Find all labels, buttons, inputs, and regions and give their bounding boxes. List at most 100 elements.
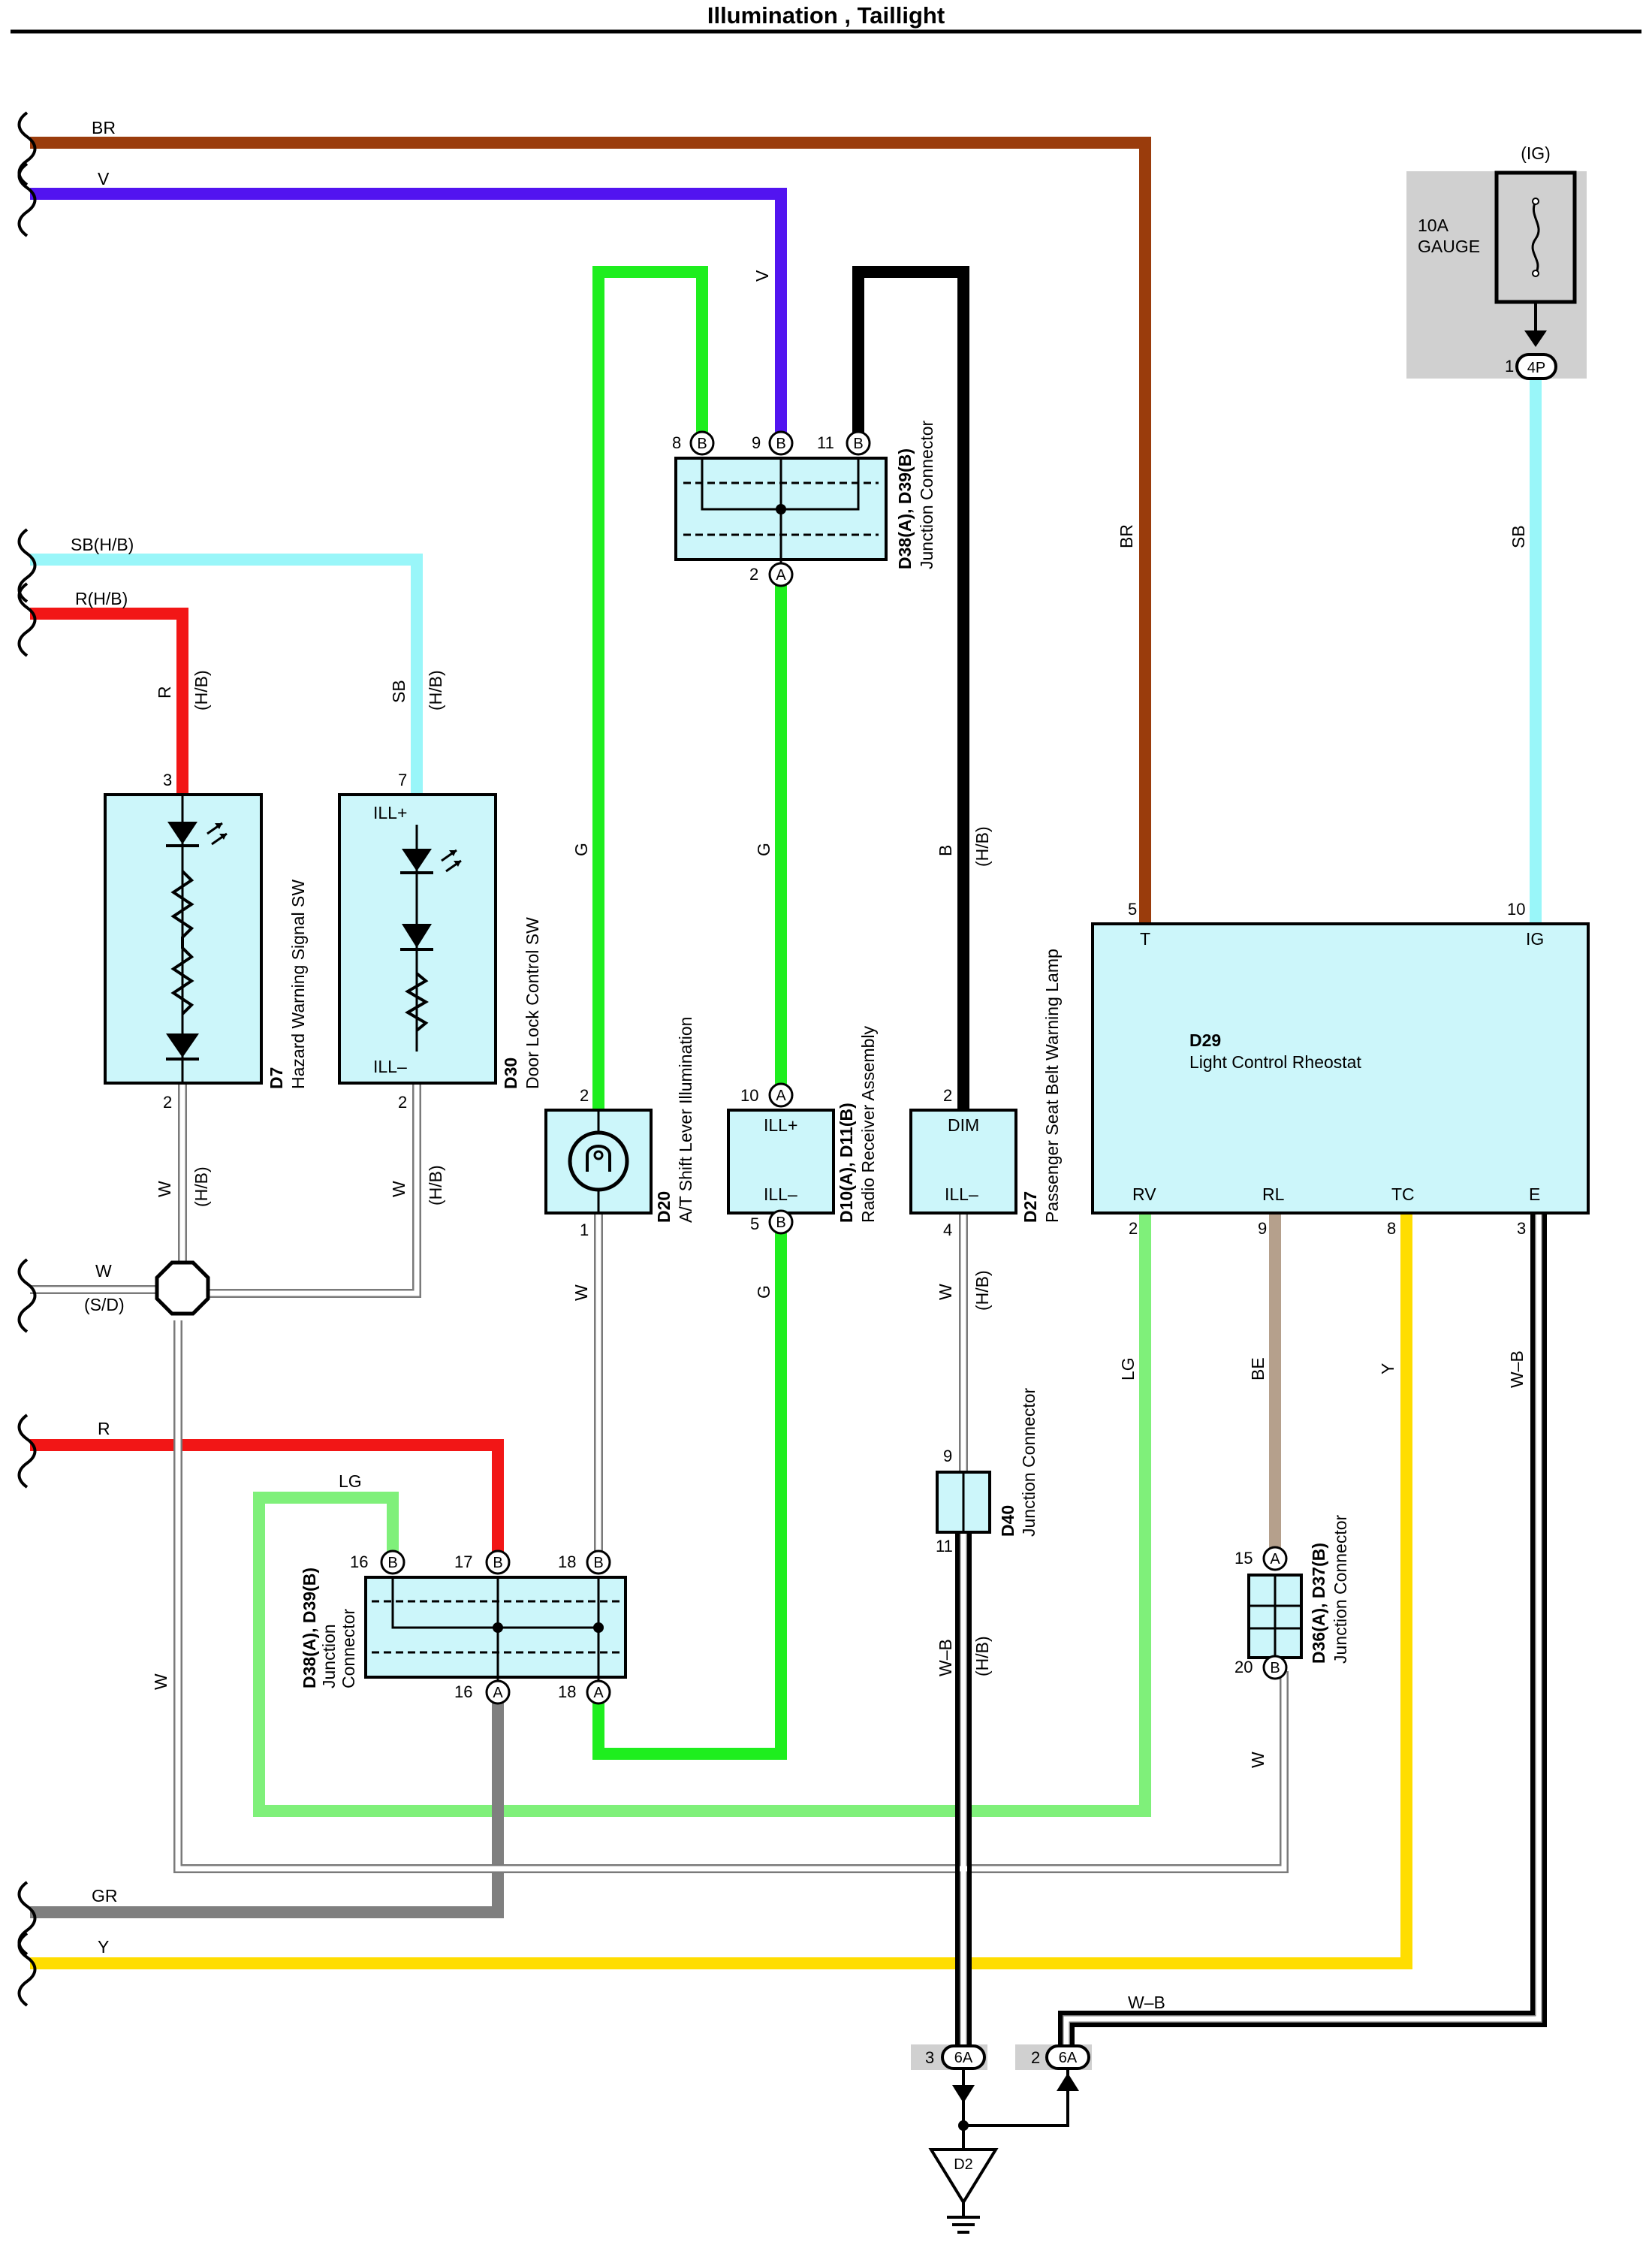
svg-text:5: 5 xyxy=(750,1215,759,1233)
svg-text:6A: 6A xyxy=(954,2050,973,2066)
svg-text:9: 9 xyxy=(752,433,761,452)
svg-text:9: 9 xyxy=(1258,1219,1267,1238)
svg-text:10: 10 xyxy=(1507,900,1525,919)
svg-text:RL: RL xyxy=(1262,1184,1285,1204)
ground-triangle-icon xyxy=(928,2148,999,2205)
svg-text:BE: BE xyxy=(1248,1357,1268,1380)
svg-text:D38(A), D39(B): D38(A), D39(B) xyxy=(300,1568,319,1688)
svg-text:W: W xyxy=(95,1261,112,1281)
svg-text:Hazard Warning Signal SW: Hazard Warning Signal SW xyxy=(288,880,308,1089)
junction-connector-top: B B B A 8 9 11 2 D38(A), D39(B) Junction… xyxy=(672,420,936,587)
svg-text:Passenger Seat Belt Warning La: Passenger Seat Belt Warning Lamp xyxy=(1042,949,1062,1223)
svg-text:Junction: Junction xyxy=(319,1624,339,1688)
svg-text:A/T Shift Lever Illumination: A/T Shift Lever Illumination xyxy=(676,1017,695,1223)
svg-text:B: B xyxy=(776,1215,785,1231)
svg-text:(H/B): (H/B) xyxy=(426,670,445,711)
svg-text:A: A xyxy=(776,1088,786,1104)
svg-text:A: A xyxy=(593,1685,604,1701)
wire-y xyxy=(30,1213,1412,1969)
svg-text:(H/B): (H/B) xyxy=(972,1636,992,1676)
svg-text:LG: LG xyxy=(1118,1357,1138,1380)
ground-d2: 6A 6A 3 2 D2 xyxy=(911,2044,1092,2234)
svg-text:D38(A), D39(B): D38(A), D39(B) xyxy=(895,448,915,569)
svg-text:9: 9 xyxy=(943,1447,952,1465)
svg-text:B: B xyxy=(936,845,955,856)
svg-text:4: 4 xyxy=(943,1221,952,1239)
svg-text:3: 3 xyxy=(925,2048,934,2067)
wire-b xyxy=(852,266,969,1110)
wire-sb-hb xyxy=(30,554,423,795)
led-icon xyxy=(166,822,228,847)
svg-text:B: B xyxy=(593,1555,603,1571)
svg-text:ILL+: ILL+ xyxy=(373,803,407,822)
svg-text:IG: IG xyxy=(1526,929,1544,949)
svg-text:GR: GR xyxy=(92,1886,118,1906)
svg-text:(H/B): (H/B) xyxy=(191,670,211,711)
svg-text:16: 16 xyxy=(350,1552,368,1571)
svg-text:SB: SB xyxy=(1509,525,1528,548)
connector-arrow-icon xyxy=(1057,2073,1079,2091)
svg-text:20: 20 xyxy=(1234,1658,1253,1676)
svg-text:W: W xyxy=(389,1181,408,1197)
component-d27-seat-belt-lamp: 2 4 DIM ILL– D27 Passenger Seat Belt War… xyxy=(909,949,1062,1239)
fuse-element-icon xyxy=(1531,201,1540,274)
led-icon xyxy=(400,849,462,874)
wire-gr xyxy=(30,1692,504,1918)
junction-connector-bottom: B B B A A 16 17 18 16 18 D38(A), D39(B) … xyxy=(300,1549,627,1705)
wire-r-lower xyxy=(30,1439,504,1562)
svg-text:2: 2 xyxy=(398,1093,407,1112)
svg-text:W–B: W–B xyxy=(936,1639,955,1676)
svg-text:(H/B): (H/B) xyxy=(426,1165,445,1205)
svg-text:1: 1 xyxy=(1505,357,1514,376)
svg-text:D7: D7 xyxy=(267,1067,286,1089)
svg-text:2: 2 xyxy=(1031,2048,1040,2067)
svg-text:Y: Y xyxy=(1378,1363,1397,1374)
svg-text:BR: BR xyxy=(92,118,116,137)
svg-text:SB: SB xyxy=(389,680,408,703)
svg-text:4P: 4P xyxy=(1527,360,1545,376)
svg-text:ILL–: ILL– xyxy=(373,1057,407,1076)
svg-text:R(H/B): R(H/B) xyxy=(75,589,128,608)
svg-text:D10(A), D11(B): D10(A), D11(B) xyxy=(837,1103,856,1223)
svg-text:TC: TC xyxy=(1391,1184,1415,1204)
component-d10-radio-receiver: 10 5 ILL+ ILL– A B D10(A), D11(B) Radio … xyxy=(727,1025,878,1235)
svg-text:(IG): (IG) xyxy=(1521,143,1551,163)
svg-text:SB(H/B): SB(H/B) xyxy=(71,535,134,554)
svg-text:W: W xyxy=(155,1181,174,1197)
white-wires xyxy=(30,1083,1547,2044)
svg-text:5: 5 xyxy=(1128,900,1137,919)
svg-text:3: 3 xyxy=(163,771,172,789)
component-d40-junction-connector: 9 11 D40 Junction Connector xyxy=(936,1387,1039,1555)
bulb-icon xyxy=(568,1130,629,1192)
svg-text:E: E xyxy=(1529,1184,1540,1204)
svg-text:Junction Connector: Junction Connector xyxy=(1331,1514,1350,1664)
connector-arrow-icon xyxy=(952,2085,975,2103)
svg-text:Junction Connector: Junction Connector xyxy=(1019,1387,1039,1537)
svg-text:D20: D20 xyxy=(654,1191,674,1223)
svg-text:(H/B): (H/B) xyxy=(972,826,992,867)
svg-text:V: V xyxy=(98,169,110,189)
svg-text:W: W xyxy=(936,1284,955,1300)
svg-text:B: B xyxy=(493,1555,502,1571)
svg-text:11: 11 xyxy=(936,1537,953,1555)
svg-text:2: 2 xyxy=(163,1093,172,1112)
svg-text:ILL–: ILL– xyxy=(945,1184,978,1204)
svg-text:10: 10 xyxy=(740,1086,758,1105)
svg-text:G: G xyxy=(754,843,773,856)
svg-text:8: 8 xyxy=(672,433,681,452)
wire-labels: BR V SB(H/B) R(H/B) W (S/D) R LG GR Y W–… xyxy=(71,118,1528,2012)
component-d20-shift-lever-illumination: 2 1 D20 A/T Shift Lever Illumination xyxy=(544,1017,695,1239)
ground-symbol-icon xyxy=(947,2202,980,2234)
component-d7-hazard-switch: 3 2 D7 Hazard Warning Signal SW xyxy=(104,771,308,1112)
svg-text:18: 18 xyxy=(558,1682,576,1701)
wire-g-d20 xyxy=(592,266,708,1110)
svg-text:B: B xyxy=(853,436,863,452)
svg-text:R: R xyxy=(98,1419,110,1438)
svg-text:11: 11 xyxy=(817,433,834,452)
svg-text:Junction Connector: Junction Connector xyxy=(917,420,936,569)
svg-text:R: R xyxy=(155,686,174,699)
svg-text:17: 17 xyxy=(454,1552,472,1571)
wire-r-hb xyxy=(30,608,188,795)
svg-text:6A: 6A xyxy=(1059,2050,1078,2066)
svg-text:W–B: W–B xyxy=(1507,1350,1527,1388)
